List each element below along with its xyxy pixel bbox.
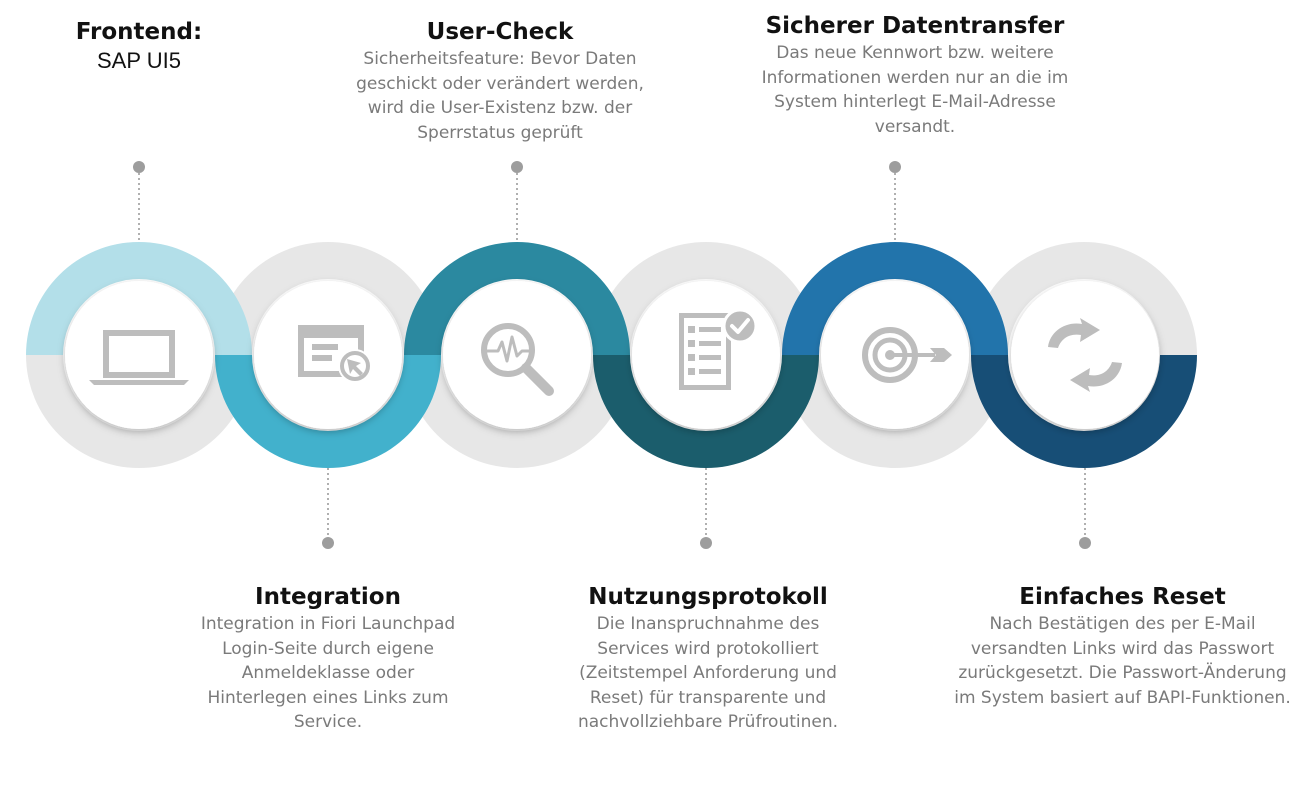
ring-1-colored [26, 242, 252, 355]
ring-4-colored [593, 355, 819, 468]
magnifier-pulse-icon [481, 323, 554, 396]
ring-2-colored [215, 355, 441, 468]
ring-3-colored [404, 242, 630, 355]
connector-dot-1 [133, 161, 145, 173]
ring-2-gray [215, 242, 441, 355]
step-2-label: Integration Integration in Fiori Launchp… [170, 582, 486, 735]
connector-dot-3 [511, 161, 523, 173]
connector-dots [133, 161, 1091, 549]
step-5-description: Das neue Kennwort bzw. weitere Informati… [761, 43, 1069, 137]
step-5-label: Sicherer Datentransfer Das neue Kennwort… [750, 11, 1080, 139]
connector-dot-5 [889, 161, 901, 173]
step-2-title: Integration [255, 584, 401, 610]
step-4-label: Nutzungsprotokoll Die Inanspruchnahme de… [568, 582, 848, 735]
step-6-description: Nach Bestätigen des per E-Mail versandte… [954, 614, 1291, 708]
step-3-label: User-Check Sicherheitsfeature: Bevor Dat… [340, 17, 660, 145]
step-1-label: Frontend: SAP UI5 [39, 17, 239, 75]
icon-disc-6 [1011, 281, 1159, 429]
step-3-description: Sicherheitsfeature: Bevor Daten geschick… [356, 49, 644, 143]
checklist-icon [679, 308, 758, 390]
step-6-title: Einfaches Reset [1019, 584, 1226, 610]
ring-6-colored [971, 355, 1197, 468]
step-5-title: Sicherer Datentransfer [765, 13, 1065, 39]
refresh-icon [1048, 318, 1122, 392]
ring-3-gray [404, 355, 630, 468]
connector-dot-4 [700, 537, 712, 549]
step-6-label: Einfaches Reset Nach Bestätigen des per … [945, 582, 1300, 710]
ring-5-gray [782, 355, 1008, 468]
ring-6-gray [971, 242, 1197, 355]
connector-dot-6 [1079, 537, 1091, 549]
step-1-subtitle: SAP UI5 [97, 48, 181, 73]
step-4-title: Nutzungsprotokoll [588, 584, 828, 610]
step-3-title: User-Check [426, 19, 574, 45]
target-icon [862, 327, 952, 383]
laptop-icon [89, 330, 189, 385]
step-2-description: Integration in Fiori Launchpad Login-Sei… [200, 614, 456, 732]
ring-1-gray [26, 355, 252, 468]
ring-5-colored [782, 242, 1008, 355]
step-4-description: Die Inanspruchnahme des Services wird pr… [577, 614, 839, 732]
connector-dot-2 [322, 537, 334, 549]
gray-rings [26, 242, 1197, 468]
step-1-title: Frontend: [75, 19, 203, 45]
browser-window-icon [298, 325, 372, 383]
connectors [138, 173, 1086, 538]
colored-rings [26, 242, 1197, 468]
ring-4-gray [593, 242, 819, 355]
icon-disc-1 [65, 281, 213, 429]
